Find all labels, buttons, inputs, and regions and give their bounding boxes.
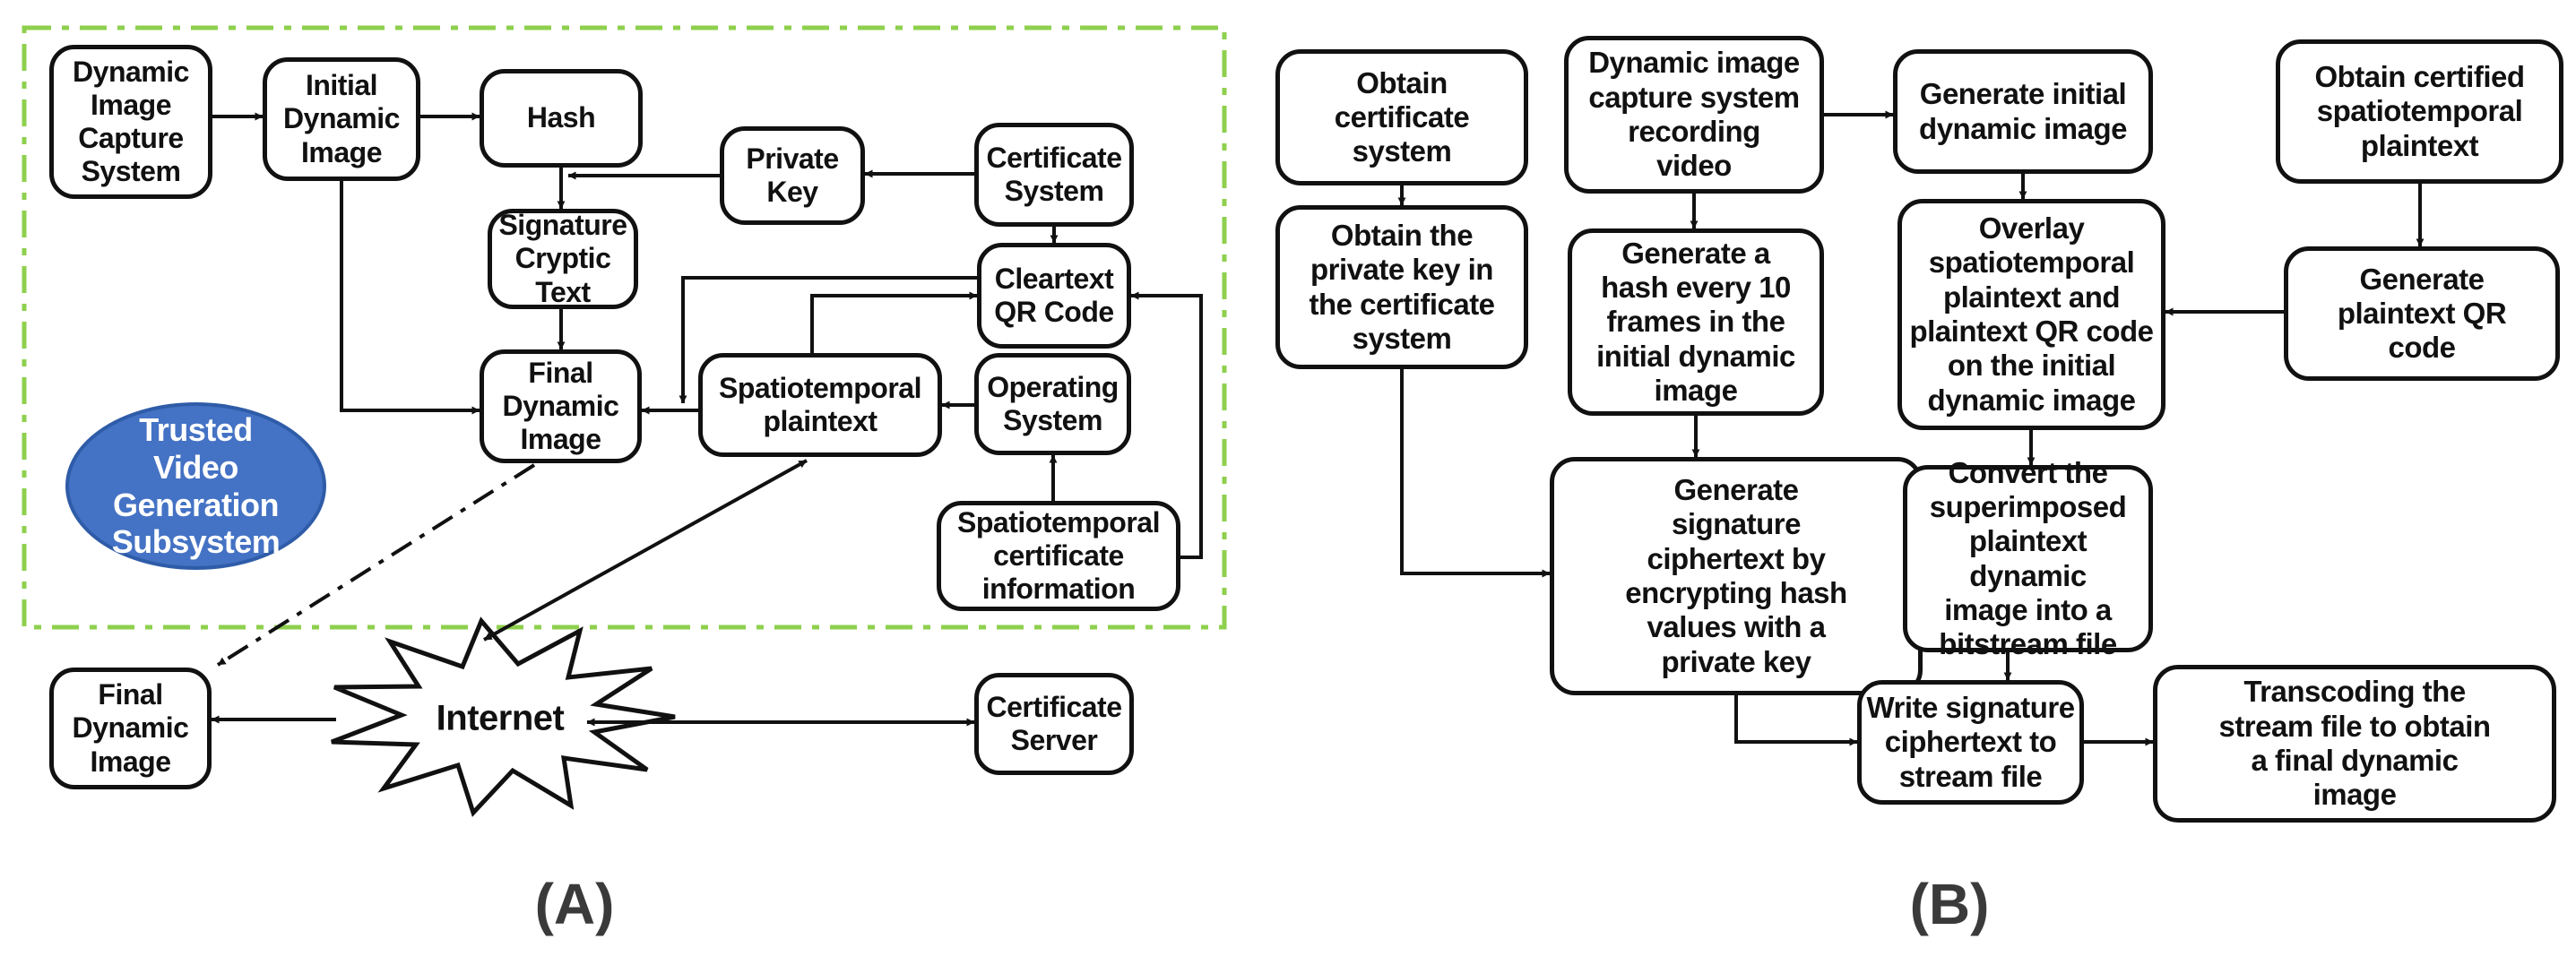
final-dynamic-image-outer-label: Final Dynamic Image bbox=[72, 678, 189, 778]
generate-signature-ciphertext: Generate signature ciphertext by encrypt… bbox=[1550, 457, 1923, 695]
obtain-certificate-system: Obtain certificate system bbox=[1275, 49, 1528, 185]
obtain-certified-spatiotemporal-plaintext-label: Obtain certified spatiotemporal plaintex… bbox=[2314, 60, 2525, 162]
generate-initial-dynamic-image: Generate initial dynamic image bbox=[1893, 49, 2153, 174]
obtain-private-key: Obtain the private key in the certificat… bbox=[1275, 205, 1528, 369]
spatiotemporal-plaintext: Spatiotemporal plaintext bbox=[698, 353, 942, 457]
private-key-label: Private Key bbox=[746, 142, 839, 208]
certificate-server-label: Certificate Server bbox=[986, 690, 1123, 756]
convert-superimposed-bitstream: Convert the superimposed plaintext dynam… bbox=[1903, 456, 2153, 660]
generate-signature-ciphertext-label: Generate signature ciphertext by encrypt… bbox=[1625, 473, 1847, 678]
certificate-system-label: Certificate System bbox=[986, 141, 1123, 207]
edge-initial-to-finalimage bbox=[340, 181, 480, 415]
cleartext-qr-code-label: Cleartext QR Code bbox=[994, 262, 1114, 328]
write-signature-ciphertext-label: Write signature ciphertext to stream fil… bbox=[1866, 691, 2075, 793]
operating-system-label: Operating System bbox=[987, 370, 1119, 436]
final-dynamic-image-inner: Final Dynamic Image bbox=[480, 349, 642, 463]
dynamic-image-capture-system: Dynamic Image Capture System bbox=[49, 45, 212, 199]
private-key: Private Key bbox=[720, 126, 865, 225]
write-signature-ciphertext: Write signature ciphertext to stream fil… bbox=[1857, 680, 2084, 805]
initial-dynamic-image-label: Initial Dynamic Image bbox=[283, 69, 400, 168]
caption-panel-b: (B) bbox=[1909, 872, 1990, 936]
internet-starburst bbox=[331, 616, 676, 817]
dynamic-image-capture-system-label: Dynamic Image Capture System bbox=[73, 55, 189, 188]
edge-internet-to-plaintext bbox=[483, 459, 808, 642]
generate-hash-10-frames-label: Generate a hash every 10 frames in the i… bbox=[1596, 236, 1795, 407]
signature-cryptic-text-label: Signature Cryptic Text bbox=[498, 209, 627, 308]
generate-hash-10-frames: Generate a hash every 10 frames in the i… bbox=[1568, 228, 1824, 416]
initial-dynamic-image: Initial Dynamic Image bbox=[263, 57, 420, 181]
generate-plaintext-qr-code-label: Generate plaintext QR code bbox=[2337, 262, 2507, 365]
transcoding-stream-file: Transcoding the stream file to obtain a … bbox=[2153, 665, 2556, 823]
overlay-spatiotemporal-plaintext-label: Overlay spatiotemporal plaintext and pla… bbox=[1909, 211, 2154, 417]
edge-signature-to-write bbox=[1734, 695, 1858, 746]
trusted-video-generation-subsystem-label: Trusted Video Generation Subsystem bbox=[111, 411, 281, 561]
capture-recording-video-label: Dynamic image capture system recording v… bbox=[1588, 46, 1800, 183]
final-dynamic-image-outer: Final Dynamic Image bbox=[49, 668, 212, 789]
capture-recording-video: Dynamic image capture system recording v… bbox=[1564, 36, 1824, 194]
trusted-video-generation-subsystem: Trusted Video Generation Subsystem bbox=[65, 402, 326, 570]
hash: Hash bbox=[480, 69, 643, 168]
signature-cryptic-text: Signature Cryptic Text bbox=[488, 209, 638, 309]
edge-plaintext-to-cleartext bbox=[810, 291, 978, 353]
transcoding-stream-file-label: Transcoding the stream file to obtain a … bbox=[2218, 675, 2491, 812]
obtain-private-key-label: Obtain the private key in the certificat… bbox=[1309, 218, 1495, 355]
operating-system: Operating System bbox=[974, 353, 1131, 455]
caption-panel-a: (A) bbox=[534, 872, 615, 936]
edge-privatekey-to-signature bbox=[1400, 369, 1551, 578]
generate-plaintext-qr-code: Generate plaintext QR code bbox=[2284, 246, 2560, 381]
obtain-certified-spatiotemporal-plaintext: Obtain certified spatiotemporal plaintex… bbox=[2276, 39, 2563, 184]
convert-superimposed-bitstream-label: Convert the superimposed plaintext dynam… bbox=[1929, 455, 2127, 661]
certificate-server: Certificate Server bbox=[974, 673, 1134, 775]
overlay-spatiotemporal-plaintext: Overlay spatiotemporal plaintext and pla… bbox=[1897, 199, 2165, 430]
spatiotemporal-plaintext-label: Spatiotemporal plaintext bbox=[719, 371, 921, 437]
certificate-system: Certificate System bbox=[974, 123, 1134, 227]
cleartext-qr-code: Cleartext QR Code bbox=[977, 243, 1131, 349]
hash-label: Hash bbox=[526, 101, 596, 134]
spatiotemporal-certificate-information: Spatiotemporal certificate information bbox=[937, 501, 1180, 611]
obtain-certificate-system-label: Obtain certificate system bbox=[1334, 65, 1470, 168]
spatiotemporal-certificate-information-label: Spatiotemporal certificate information bbox=[957, 505, 1160, 606]
final-dynamic-image-inner-label: Final Dynamic Image bbox=[502, 356, 619, 456]
generate-initial-dynamic-image-label: Generate initial dynamic image bbox=[1919, 77, 2127, 145]
internet-label: Internet bbox=[437, 699, 565, 738]
